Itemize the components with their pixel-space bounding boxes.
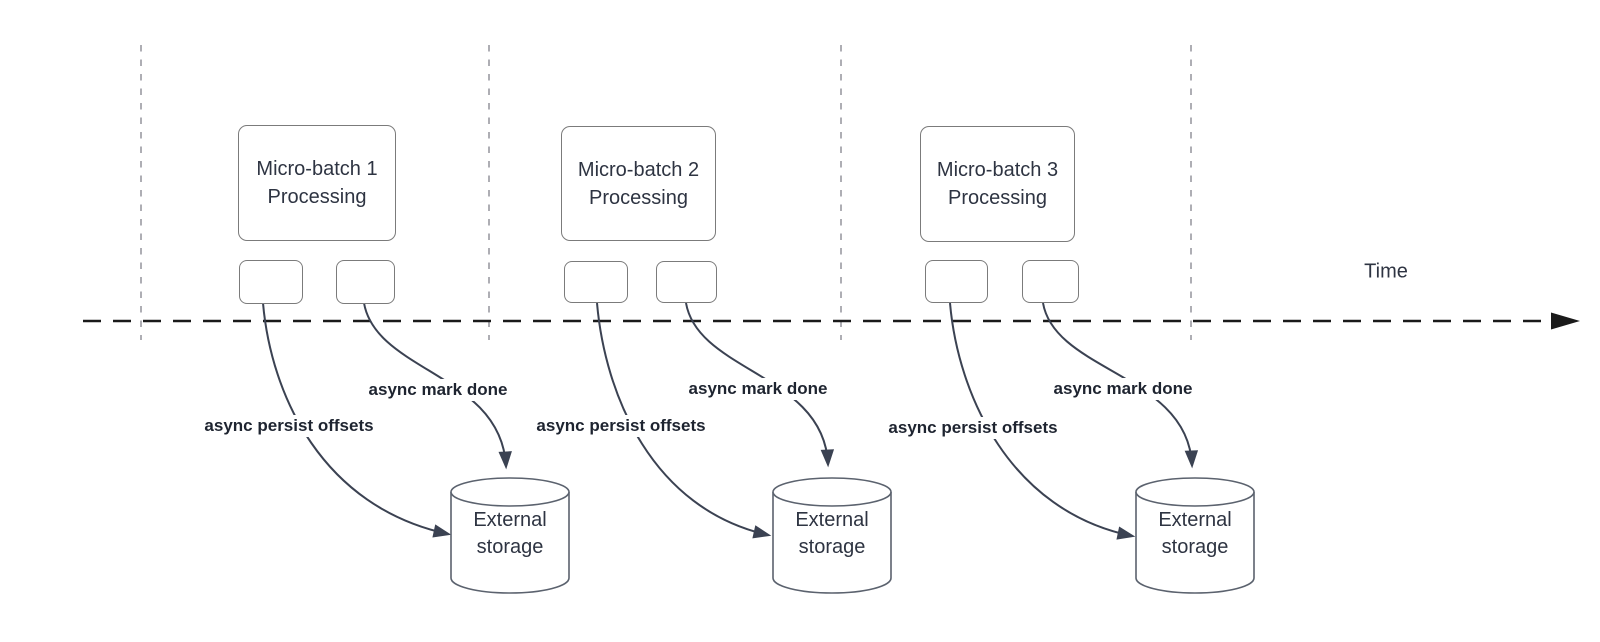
- microbatch-2-box: Micro-batch 2 Processing: [561, 126, 716, 241]
- mark-done-task-box-1: [336, 260, 395, 304]
- external-storage-cylinder-3: [1135, 477, 1255, 594]
- time-axis-arrowhead-icon: [1551, 312, 1580, 330]
- mark-done-arrow-1: [363, 302, 512, 470]
- persist-offsets-label-1: async persist offsets: [200, 415, 378, 437]
- mark-done-label-3: async mark done: [1049, 378, 1197, 400]
- external-storage-label-2: External storage: [795, 509, 869, 558]
- mark-done-arrow-3: [1042, 302, 1199, 469]
- mark-done-label-1: async mark done: [364, 379, 512, 401]
- microbatch-3-title-line2: Processing: [948, 187, 1047, 209]
- persist-offsets-arrow-1: [262, 302, 452, 538]
- microbatch-2-title-line2: Processing: [589, 186, 688, 209]
- mark-done-task-box-3: [1022, 260, 1079, 303]
- persist-offsets-arrow-2: [596, 302, 772, 539]
- microbatch-1-title-line1: Micro-batch 1: [256, 158, 378, 180]
- microbatch-3-box: Micro-batch 3 Processing: [920, 126, 1075, 242]
- persist-offsets-task-box-3: [925, 260, 988, 303]
- mark-done-arrow-2: [685, 302, 835, 468]
- microbatch-3-title-line1: Micro-batch 3: [936, 159, 1059, 181]
- microbatch-1-box: Micro-batch 1 Processing: [238, 125, 396, 241]
- persist-offsets-task-box-2: [564, 261, 628, 303]
- external-storage-cylinder-2: [772, 477, 892, 594]
- mark-done-task-box-2: [656, 261, 717, 303]
- microbatch-2-title-line1: Micro-batch 2: [577, 158, 700, 181]
- external-storage-cylinder-1: [450, 477, 570, 594]
- microbatch-1-title-line2: Processing: [267, 186, 367, 208]
- external-storage-label-1: External storage: [473, 509, 547, 558]
- external-storage-label-3: External storage: [1158, 509, 1232, 558]
- mark-done-label-2: async mark done: [684, 378, 832, 400]
- time-axis-label: Time: [1364, 260, 1408, 283]
- persist-offsets-label-2: async persist offsets: [532, 415, 710, 437]
- persist-offsets-arrow-3: [949, 302, 1136, 540]
- persist-offsets-task-box-1: [239, 260, 303, 304]
- persist-offsets-label-3: async persist offsets: [884, 417, 1062, 439]
